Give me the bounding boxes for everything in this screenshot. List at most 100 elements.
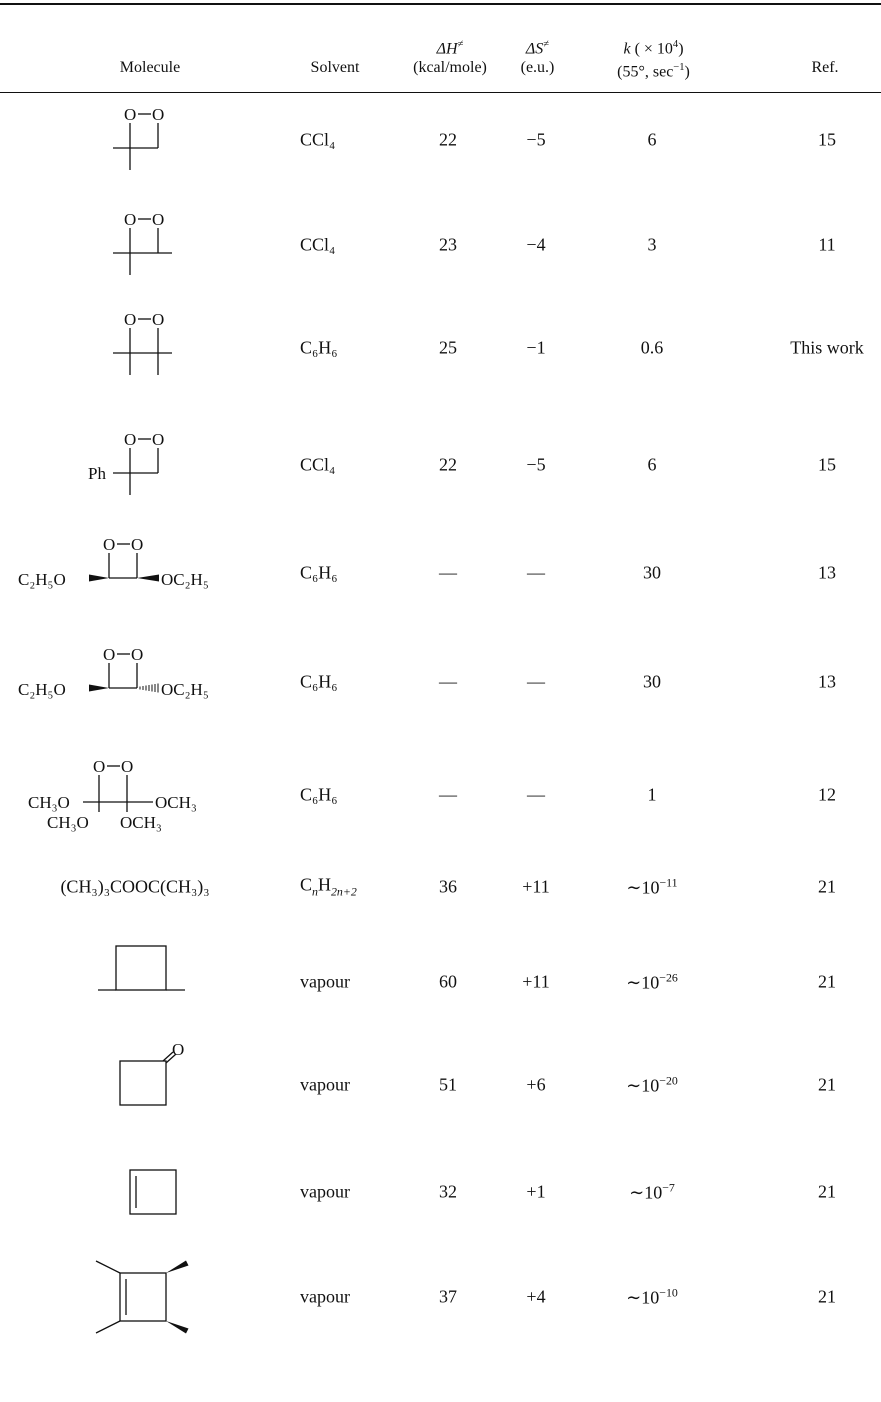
- wedge-bond: [166, 1260, 189, 1273]
- ethoxy-left-label: C₂H₅O: [18, 570, 66, 589]
- rate-constant-cell: ∼10−26: [592, 971, 712, 994]
- wedge-bond: [89, 574, 109, 582]
- methoxy-right-label: OCH₃: [155, 793, 197, 812]
- methoxy-right-label: OCH₃: [120, 813, 162, 832]
- k-exponent: −11: [659, 875, 678, 890]
- rate-constant-cell: 30: [643, 671, 661, 692]
- methoxy-left-label: CH₃O: [28, 793, 70, 812]
- k-cond-post: ): [684, 63, 690, 81]
- top-rule: [0, 3, 881, 5]
- oxygen-label: O: [131, 535, 143, 554]
- rate-constant-cell: 0.6: [640, 337, 664, 358]
- k-factor-exp: 4: [672, 39, 679, 50]
- structure-cyclobutene: [129, 1169, 177, 1215]
- rate-constant-cell: 6: [647, 129, 657, 150]
- structure-dioxetane-tetramethoxy: O O CH₃O OCH₃ CH₃O OCH₃: [28, 757, 197, 832]
- structure-dioxetane-cis-diethoxy: O O C₂H₅O OC₂H₅: [18, 535, 209, 589]
- delta-s-cell: +11: [522, 971, 550, 992]
- wedge-bond: [137, 574, 159, 582]
- ethoxy-left-label: C₂H₅O: [18, 680, 66, 699]
- solvent-cell: CCl₄: [300, 234, 336, 255]
- rate-constant-cell: ∼10−7: [592, 1181, 712, 1204]
- delta-h-cell: 51: [439, 1074, 457, 1095]
- methoxy-left-label: CH₃O: [47, 813, 89, 832]
- ethoxy-right-label: OC₂H₅: [161, 680, 209, 699]
- tbu-peroxide-formula: (CH₃)₃COOC(CH₃)₃: [60, 876, 210, 897]
- wedge-bond: [166, 1321, 189, 1334]
- ref-cell: 15: [818, 454, 836, 475]
- delta-s-cell: +11: [522, 876, 550, 897]
- oxygen-label: O: [93, 757, 105, 776]
- delta-h-cell: —: [439, 784, 457, 805]
- k-exponent: −7: [662, 1180, 675, 1195]
- delta-s-unit: (e.u.): [520, 59, 555, 77]
- oxygen-label: O: [124, 105, 136, 124]
- oxygen-label: O: [152, 430, 164, 449]
- rate-constant-cell: 6: [647, 454, 657, 475]
- delta-s-cell: −4: [526, 234, 546, 255]
- solvent-cell: vapour: [300, 1286, 350, 1307]
- solvent-cell: CnH2n+2: [300, 875, 357, 900]
- delta-h-cell: 32: [439, 1181, 457, 1202]
- k-exponent: −20: [659, 1073, 678, 1088]
- delta-h-symbol: ΔH: [436, 40, 458, 58]
- oxygen-label: O: [152, 210, 164, 229]
- oxygen-label: O: [152, 105, 164, 124]
- delta-h-cell: 36: [439, 876, 457, 897]
- rate-constant-cell: 1: [647, 784, 657, 805]
- ref-cell: 11: [818, 234, 836, 255]
- k-base: ∼10: [629, 1182, 663, 1203]
- solvent-cell: CCl₄: [300, 454, 336, 475]
- delta-s-cell: −5: [526, 129, 546, 150]
- ref-cell: 15: [818, 129, 836, 150]
- oxygen-label: O: [124, 210, 136, 229]
- oxygen-label: O: [121, 757, 133, 776]
- delta-h-cell: 60: [439, 971, 457, 992]
- solvent-cell: C₆H₆: [300, 562, 338, 583]
- oxygen-label: O: [124, 430, 136, 449]
- delta-h-cell: 22: [439, 454, 457, 475]
- rate-constant-cell: 3: [647, 234, 657, 255]
- hashed-bond: [139, 683, 159, 693]
- delta-s-cell: —: [527, 671, 545, 692]
- solvent-sub: 2n+2: [330, 884, 357, 899]
- header-delta-s: ΔS≠ (e.u.): [500, 35, 575, 77]
- solvent-cell: vapour: [300, 1181, 350, 1202]
- k-factor-pre: ( × 10: [634, 40, 673, 58]
- delta-h-cell: 37: [439, 1286, 457, 1307]
- k-base: ∼10: [626, 1075, 660, 1096]
- structure-dioxetane-phenyl: O O Ph: [88, 430, 164, 495]
- solvent-cell: vapour: [300, 971, 350, 992]
- delta-s-cell: −5: [526, 454, 546, 475]
- k-symbol: k: [623, 40, 631, 58]
- oxygen-label: O: [152, 310, 164, 329]
- ref-cell: This work: [790, 337, 864, 358]
- delta-s-cell: −1: [526, 337, 546, 358]
- delta-h-unit: (kcal/mole): [413, 59, 487, 77]
- delta-h-cell: —: [439, 671, 457, 692]
- delta-s-symbol: ΔS: [525, 40, 544, 58]
- k-exponent: −10: [659, 1285, 678, 1300]
- solvent-cell: C₆H₆: [300, 784, 338, 805]
- delta-h-cell: 25: [439, 337, 457, 358]
- k-base: ∼10: [626, 1287, 660, 1308]
- solvent-h: H: [317, 874, 331, 895]
- header-rate-constant: k ( × 104) (55°, sec−1): [586, 35, 721, 82]
- oxygen-label: O: [103, 645, 115, 664]
- delta-s-cell: +1: [526, 1181, 546, 1202]
- wedge-bond: [89, 684, 109, 692]
- solvent-base: C: [300, 874, 313, 895]
- k-cond-exp: −1: [673, 62, 685, 74]
- delta-s-cell: —: [527, 784, 545, 805]
- delta-h-mark: ≠: [457, 39, 464, 50]
- k-base: ∼10: [626, 877, 660, 898]
- ethoxy-right-label: OC₂H₅: [161, 570, 209, 589]
- delta-s-mark: ≠: [543, 39, 550, 50]
- delta-s-cell: +4: [526, 1286, 546, 1307]
- phenyl-label: Ph: [88, 464, 106, 483]
- header-solvent: Solvent: [310, 59, 360, 76]
- oxygen-label: O: [103, 535, 115, 554]
- oxygen-label: O: [131, 645, 143, 664]
- structure-dimethylcyclobutane: [98, 945, 185, 991]
- oxygen-label: O: [124, 310, 136, 329]
